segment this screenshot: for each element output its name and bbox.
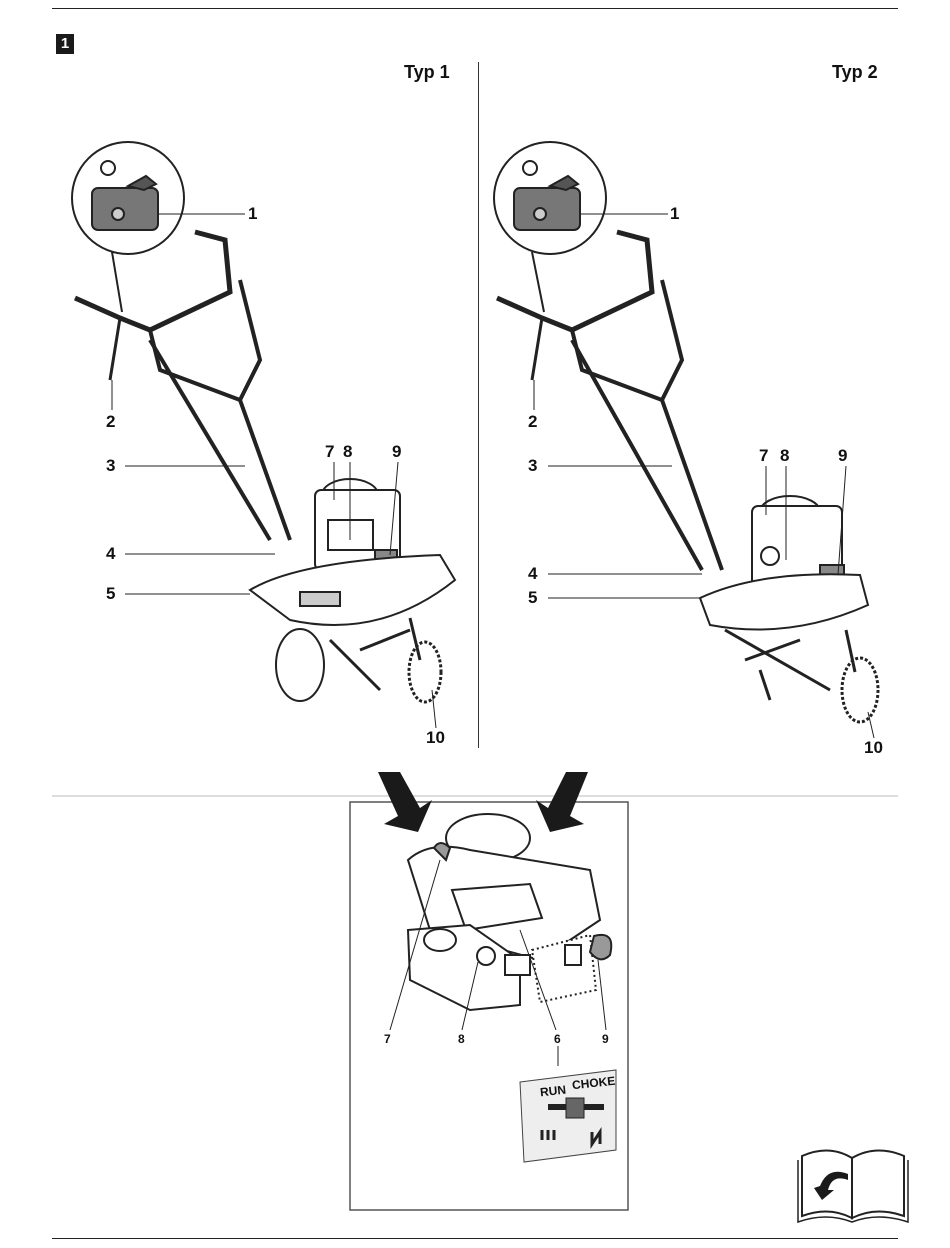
callout-8-typ2: 8 bbox=[780, 446, 789, 466]
callout-3-typ1: 3 bbox=[106, 456, 115, 476]
callout-9-typ1: 9 bbox=[392, 442, 401, 462]
callout-9-typ2: 9 bbox=[838, 446, 847, 466]
stop-switch-detail-icon-typ2 bbox=[494, 142, 606, 312]
callout-9-engine: 9 bbox=[602, 1032, 609, 1046]
callout-3-typ2: 3 bbox=[528, 456, 537, 476]
callout-2-typ2: 2 bbox=[528, 412, 537, 432]
callout-8-typ1: 8 bbox=[343, 442, 352, 462]
callout-10-typ2: 10 bbox=[864, 738, 883, 758]
stop-switch-detail-icon bbox=[72, 142, 184, 312]
callout-2-typ1: 2 bbox=[106, 412, 115, 432]
callout-5-typ1: 5 bbox=[106, 584, 115, 604]
callout-4-typ1: 4 bbox=[106, 544, 115, 564]
callout-7-typ1: 7 bbox=[325, 442, 334, 462]
read-manual-icon bbox=[794, 1140, 912, 1224]
callout-6-engine: 6 bbox=[554, 1032, 561, 1046]
callout-5-typ2: 5 bbox=[528, 588, 537, 608]
bottom-rule bbox=[52, 1238, 898, 1239]
callout-4-typ2: 4 bbox=[528, 564, 537, 584]
callout-8-engine: 8 bbox=[458, 1032, 465, 1046]
callout-1-typ1: 1 bbox=[248, 204, 257, 224]
choke-label-run: RUN bbox=[539, 1083, 566, 1100]
callout-7-engine: 7 bbox=[384, 1032, 391, 1046]
callout-1-typ2: 1 bbox=[670, 204, 679, 224]
callout-7-typ2: 7 bbox=[759, 446, 768, 466]
callout-10-typ1: 10 bbox=[426, 728, 445, 748]
